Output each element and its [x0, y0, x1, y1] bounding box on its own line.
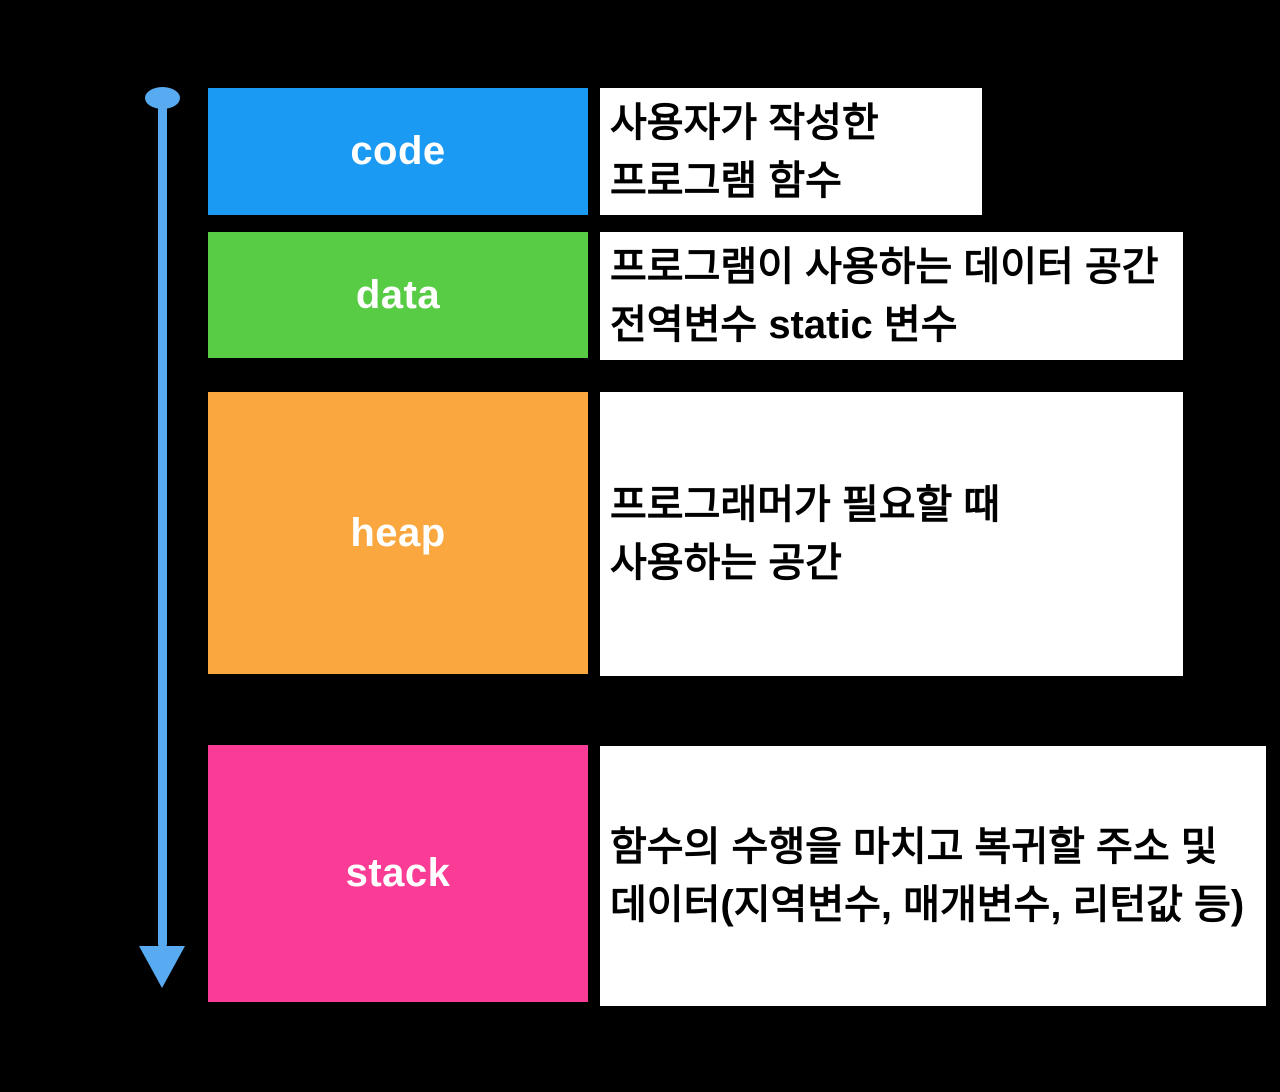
data-description-line: 프로그램이 사용하는 데이터 공간 — [610, 245, 1159, 289]
code-description-line: 프로그램 함수 — [610, 158, 842, 203]
code-segment-label: code — [350, 129, 446, 173]
heap-description-line: 프로그래머가 필요할 때 — [610, 483, 1001, 527]
code-description-line: 사용자가 작성한 — [610, 100, 879, 145]
stack-segment-label: stack — [345, 851, 451, 895]
arrow-down-head-icon — [139, 946, 185, 988]
heap-segment-label: heap — [350, 510, 446, 555]
heap-description-box: 프로그래머가 필요할 때 사용하는 공간 — [600, 392, 1183, 676]
code-segment-block: code — [208, 88, 588, 215]
arrow-line — [158, 100, 167, 948]
stack-segment-block: stack — [208, 745, 588, 1002]
heap-description-line: 사용하는 공간 — [610, 541, 842, 585]
heap-segment-block: heap — [208, 392, 588, 674]
data-segment-label: data — [355, 272, 441, 317]
memory-direction-arrow — [0, 0, 210, 1000]
code-description-box: 사용자가 작성한 프로그램 함수 — [600, 88, 982, 215]
data-segment-block: data — [208, 232, 588, 358]
stack-description-line: 함수의 수행을 마치고 복귀할 주소 및 — [610, 825, 1218, 869]
stack-description-line: 데이터(지역변수, 매개변수, 리턴값 등) — [610, 883, 1245, 927]
stack-description-box: 함수의 수행을 마치고 복귀할 주소 및 데이터(지역변수, 매개변수, 리턴값… — [600, 746, 1266, 1006]
data-description-box: 프로그램이 사용하는 데이터 공간 전역변수 static 변수 — [600, 232, 1183, 360]
data-description-line: 전역변수 static 변수 — [610, 303, 958, 347]
arrow-start-dot-icon — [145, 87, 180, 109]
